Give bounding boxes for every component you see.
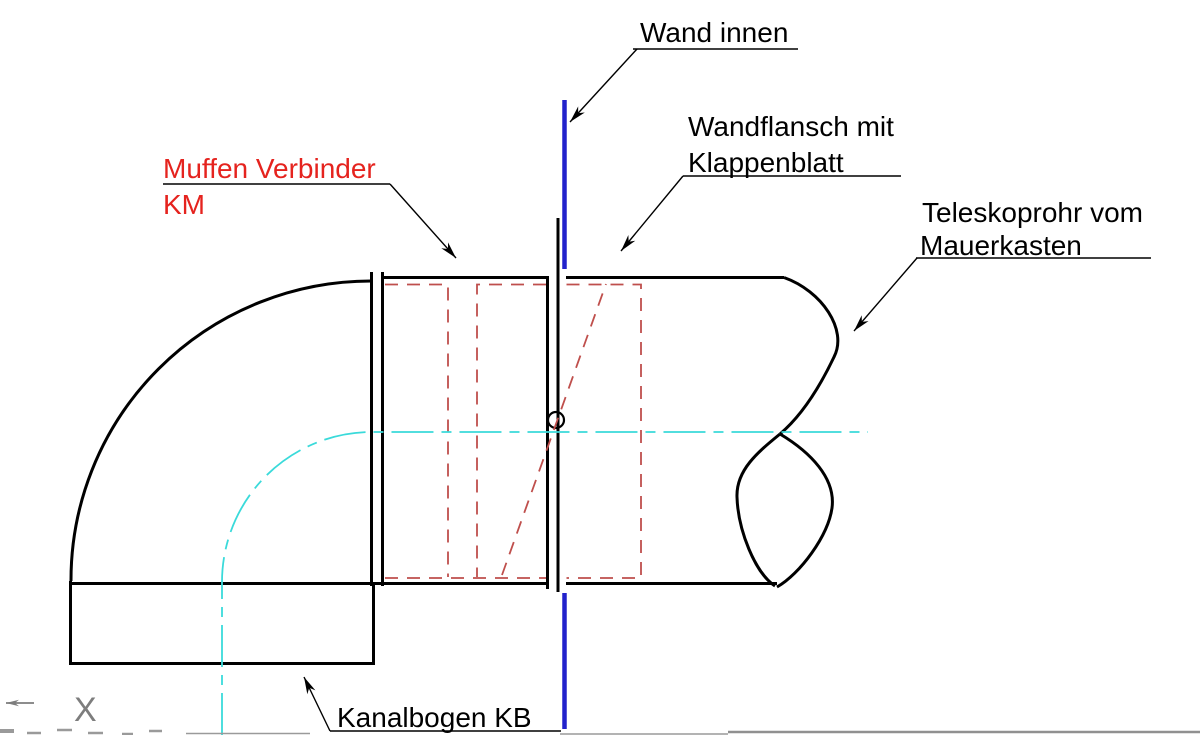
leader-wandflansch [620,175,684,252]
duct-centerline [221,431,868,735]
label-wandflansch-line1: Wandflansch mit [688,111,894,142]
leader-wand-innen [569,48,638,123]
muffe-hidden-mid [476,283,546,577]
clipped-bottom-artifacts [0,728,1200,735]
pipe-break-symbol [735,276,840,589]
muffe-hidden-left [385,283,449,577]
break-curve-lower-left [735,432,781,588]
wandflansch-geometry [546,218,566,592]
break-curve-lower-right [776,432,834,589]
label-underlines [163,48,1151,732]
leader-muffen-verbinder [389,183,457,259]
label-wand-innen: Wand innen [640,17,788,48]
teleskop-hidden-rect [566,283,642,579]
hidden-edges [385,283,642,579]
kanalbogen-outer-arc [69,279,372,582]
duct-run-geometry [70,276,784,585]
axis-marker: X [6,691,97,729]
label-muffen-line1: Muffen Verbinder [163,153,376,184]
leader-lines [303,48,918,732]
break-curve-upper [779,276,840,436]
leader-teleskoprohr [853,257,918,332]
klappen-pivot-circle [546,410,566,430]
label-wandflansch-line2: Klappenblatt [688,147,844,178]
klappenblatt-open-diagonal [501,283,607,576]
label-muffen-line2: KM [163,189,205,220]
labels: Wand innen Wandflansch mit Klappenblatt … [163,17,1143,733]
label-kanalbogen: Kanalbogen KB [337,702,532,733]
kanalbogen-geometry [69,272,384,665]
leader-kanalbogen [303,676,331,732]
label-teleskoprohr-line1: Teleskoprohr vom [922,197,1143,228]
label-teleskoprohr-line2: Mauerkasten [920,230,1082,261]
axis-x-label: X [74,691,97,729]
